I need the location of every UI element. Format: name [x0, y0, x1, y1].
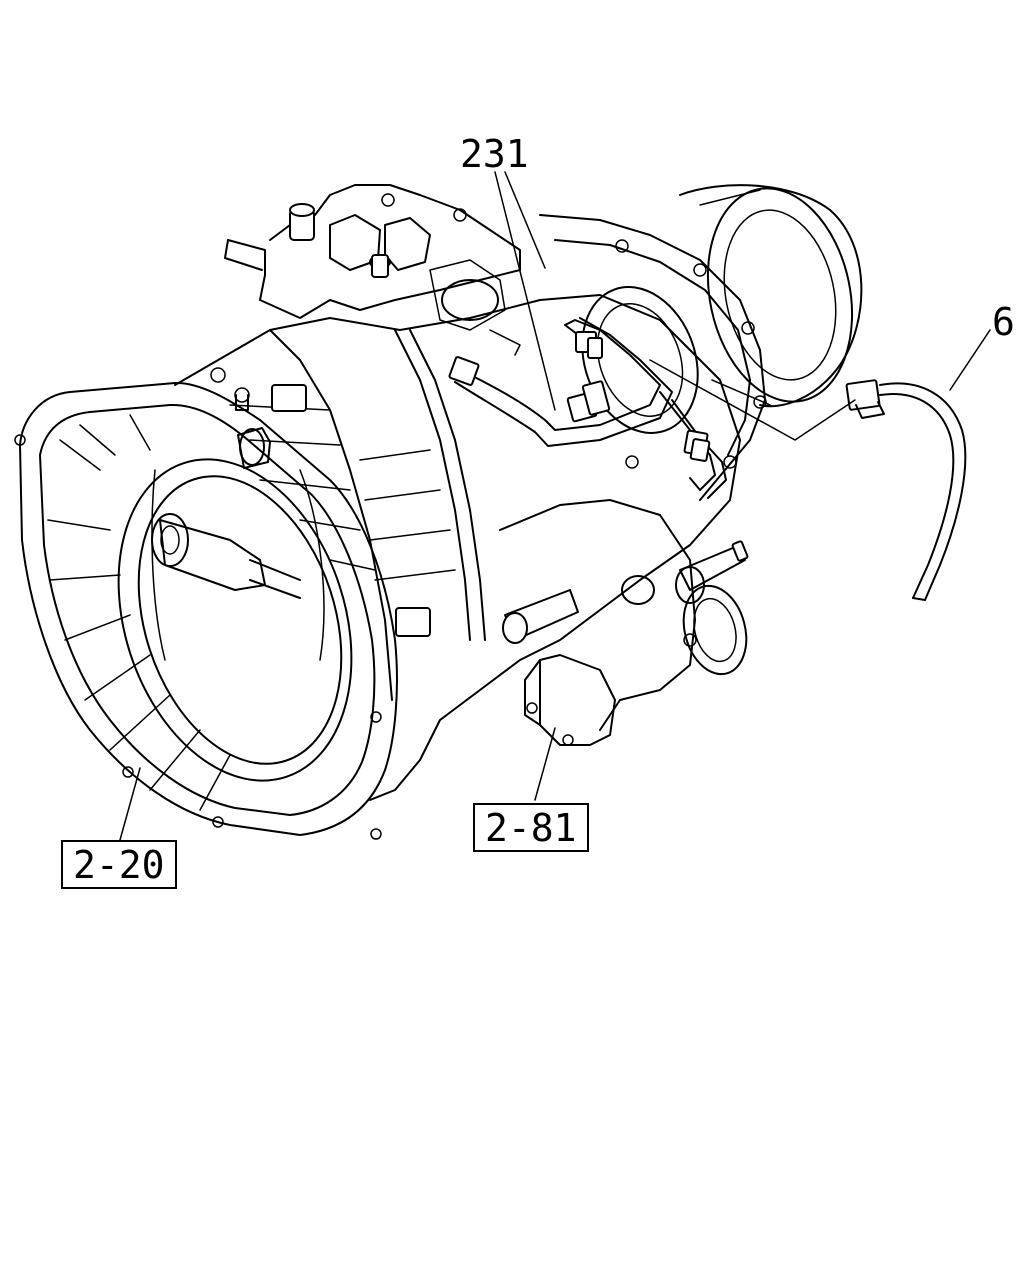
rear-housing: [539, 214, 767, 501]
leader-2-20: [119, 767, 141, 841]
leader-lines: [119, 171, 991, 841]
leader-6: [649, 329, 991, 441]
wiring-harness: [448, 317, 727, 499]
output-flange: [679, 184, 863, 408]
callout-ref-2-20[interactable]: 2-20: [61, 840, 177, 889]
callout-ref-2-81[interactable]: 2-81: [473, 803, 589, 852]
callout-part-231[interactable]: 231: [460, 132, 529, 176]
leader-231: [494, 171, 556, 411]
callout-part-6[interactable]: 6: [992, 300, 1015, 344]
sensor-lead: [845, 379, 967, 601]
clutch-housing: [14, 381, 398, 840]
pto-unit: [499, 499, 697, 746]
speed-sensor: [675, 540, 749, 676]
transmission-case: [174, 294, 741, 801]
leader-2-81: [534, 727, 556, 801]
